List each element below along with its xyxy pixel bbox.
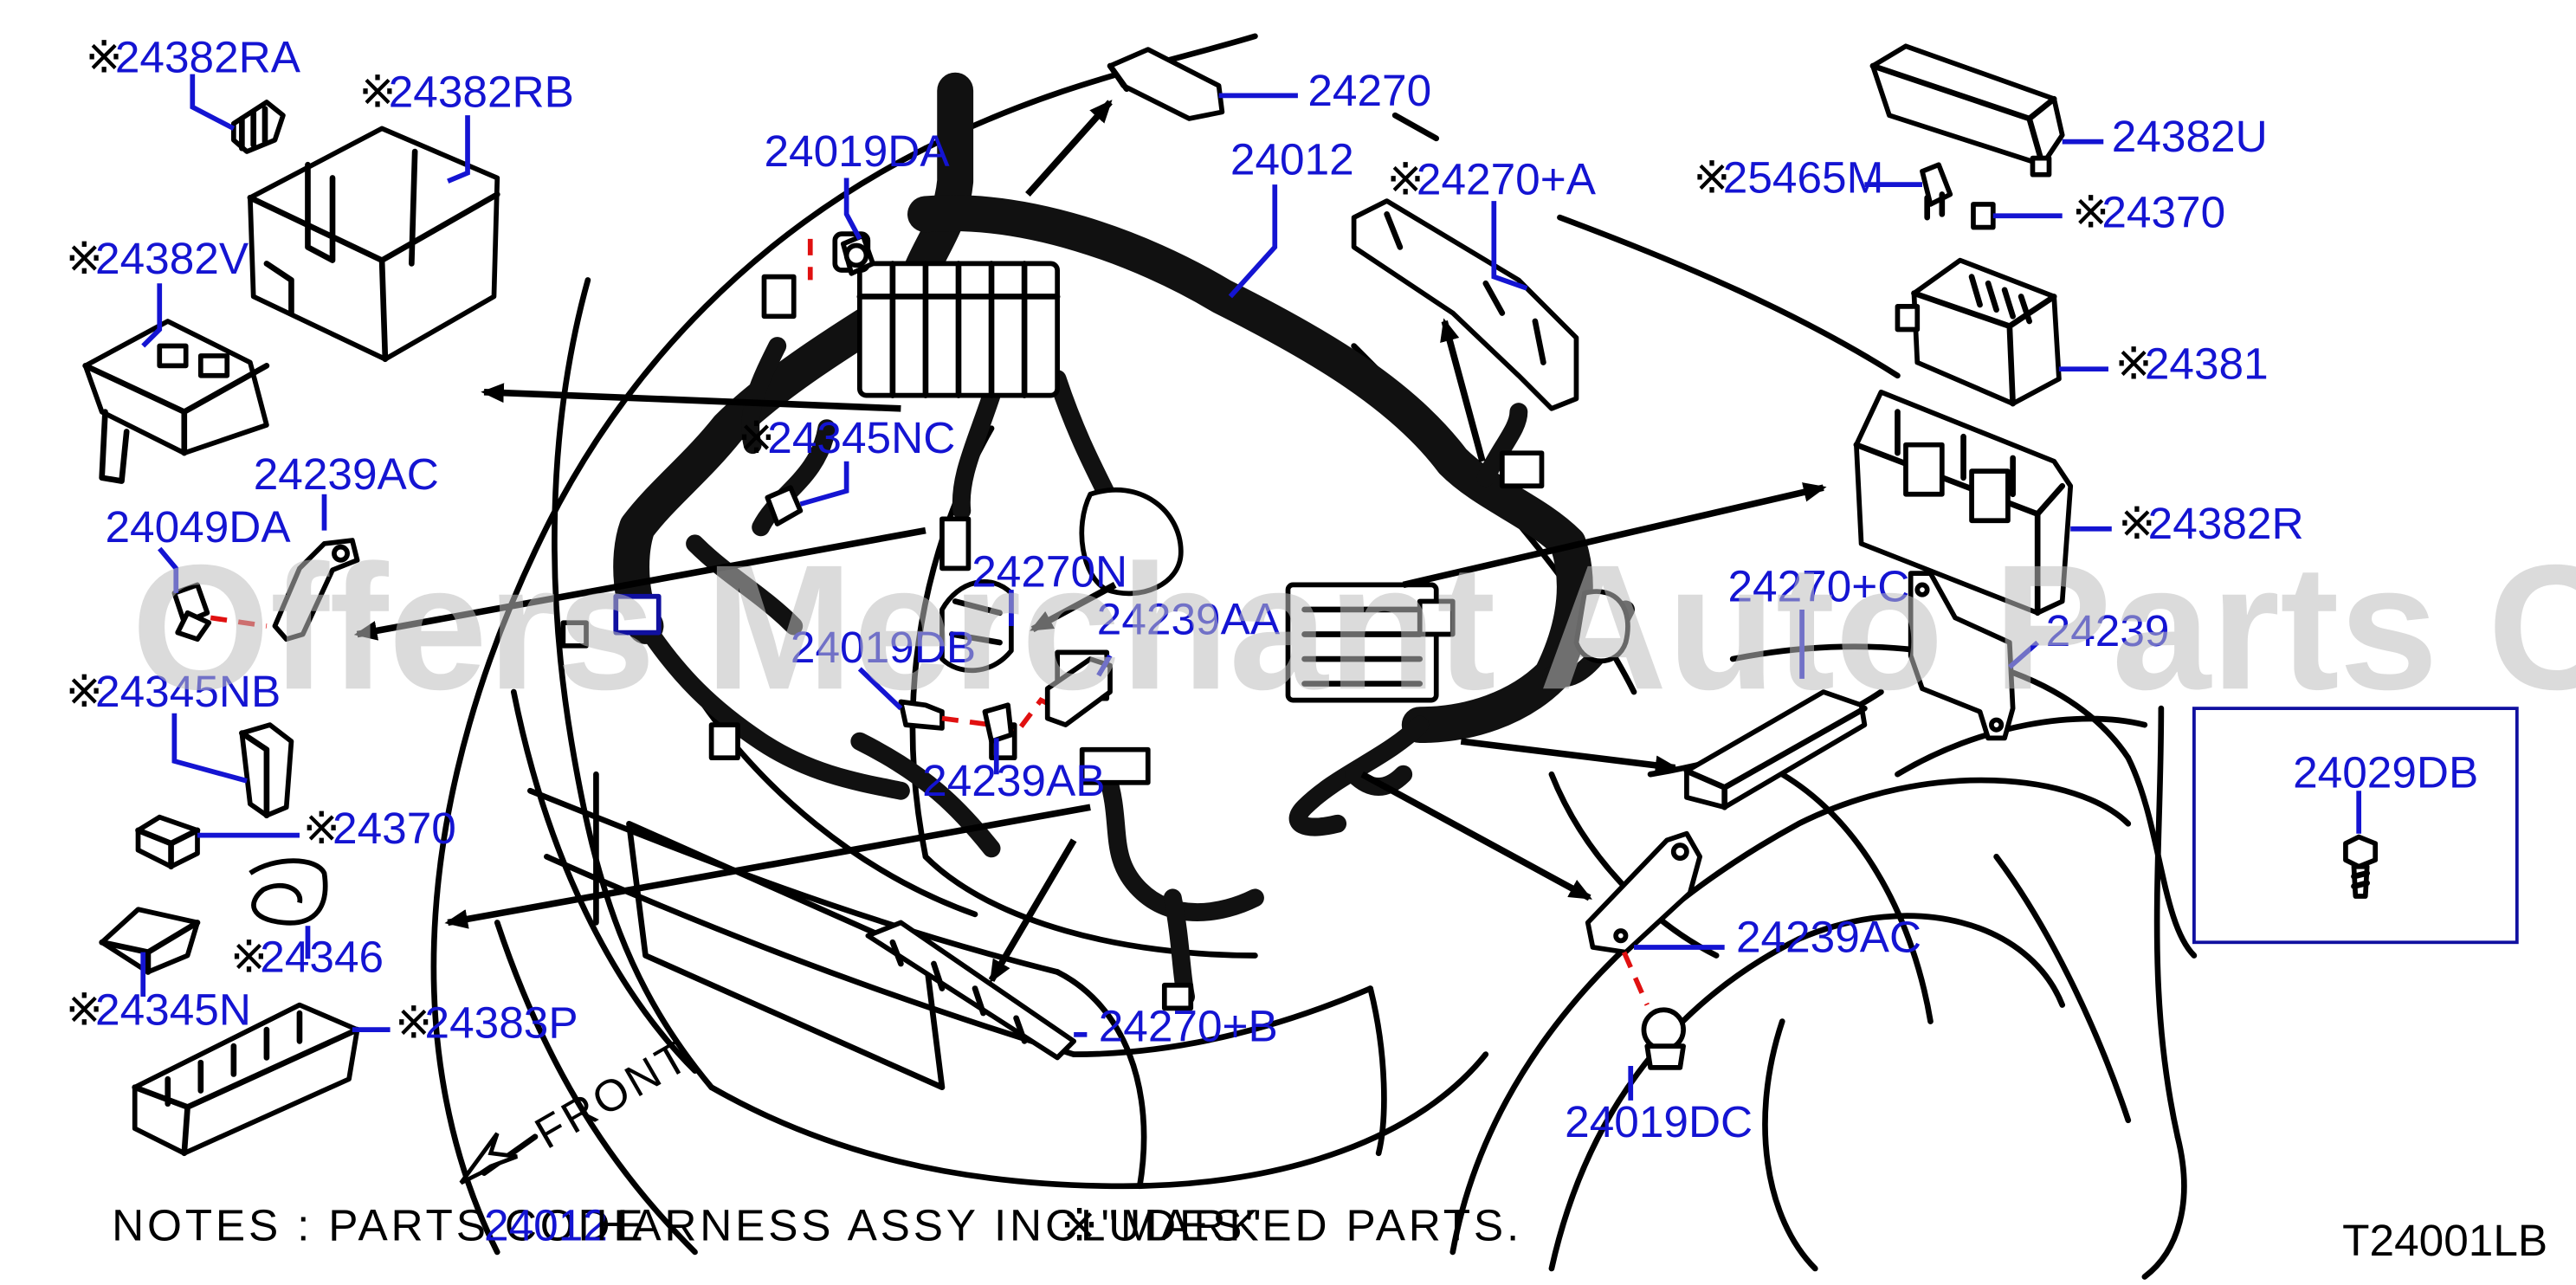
callout-24270[interactable]: 24270	[1307, 66, 1431, 115]
callout-24019DB[interactable]: 24019DB	[791, 623, 976, 672]
part-24270C-protector[interactable]	[1683, 689, 1868, 810]
callout-24346[interactable]: 24346	[260, 933, 384, 982]
part-24239AC-right-bracket[interactable]	[1585, 830, 1702, 955]
callout-24382V[interactable]: 24382V	[95, 234, 249, 283]
callout-24381[interactable]: 24381	[2145, 339, 2269, 389]
callout-24019DC[interactable]: 24019DC	[1565, 1097, 1753, 1146]
marked-part-symbol: ※	[66, 233, 103, 285]
part-24019DC-bolt[interactable]	[1641, 1007, 1686, 1070]
callout-leaders	[140, 74, 2362, 1101]
callout-24239AC-right[interactable]: 24239AC	[1736, 913, 1921, 962]
marked-part-symbol: ※	[303, 803, 340, 855]
callout-24049DA[interactable]: 24049DA	[105, 502, 291, 552]
part-24382RA[interactable]	[231, 100, 286, 154]
main-wiring-harness[interactable]	[560, 72, 1635, 1011]
harness-motor	[1079, 488, 1184, 597]
part-24270-protector[interactable]	[1107, 47, 1225, 121]
callout-24345NB[interactable]: 24345NB	[95, 667, 281, 716]
callout-24239AC-left[interactable]: 24239AC	[254, 449, 439, 499]
callout-24370-left[interactable]: 24370	[332, 804, 456, 853]
callout-24012[interactable]: 24012	[1230, 135, 1354, 184]
part-24382V-relay-bracket[interactable]	[82, 319, 270, 484]
part-24270B-protector[interactable]	[865, 920, 1077, 1061]
marked-part-symbol: ※	[738, 412, 775, 464]
part-24239AC-left-bracket[interactable]	[272, 538, 360, 642]
marked-part-symbol: ※	[358, 67, 396, 119]
diagram-id: T24001LB	[2342, 1216, 2547, 1265]
front-label: FRONT	[526, 1030, 698, 1158]
part-24029DB-bolt[interactable]	[2343, 834, 2379, 899]
notes-marked: ※"MARKED PARTS.	[1061, 1201, 1522, 1250]
fastener-line-24049DA	[210, 615, 268, 629]
front-direction-indicator: FRONT	[459, 1030, 699, 1185]
part-24370-left-fuse[interactable]	[135, 814, 201, 870]
part-24270N-protector[interactable]	[939, 579, 1014, 674]
notes-middle: HARNESS ASSY INCLUDES"	[596, 1201, 1264, 1250]
part-24370-right-fuse[interactable]	[1971, 202, 1996, 230]
marked-part-symbol: ※	[66, 666, 103, 718]
callout-24270B[interactable]: 24270+B	[1099, 1001, 1278, 1050]
part-24381-relay-block[interactable]	[1895, 257, 2062, 407]
callout-24019DA[interactable]: 24019DA	[764, 126, 950, 176]
part-24239AB-bracket[interactable]	[982, 702, 1014, 745]
callout-labels: ※ 24382RA ※ 24382RB ※ 24382V 24239AC 240…	[66, 32, 2478, 1146]
callout-24029DB[interactable]: 24029DB	[2293, 747, 2478, 797]
assembly-arrows	[353, 100, 1827, 984]
marked-part-symbol: ※	[86, 32, 123, 84]
marked-part-symbol: ※	[2115, 339, 2153, 391]
part-24239-bracket[interactable]	[1908, 571, 2016, 741]
marked-part-symbol: ※	[1387, 154, 1424, 206]
marked-part-symbol: ※	[230, 932, 268, 984]
callout-24270C[interactable]: 24270+C	[1727, 561, 1909, 610]
inset-box	[2192, 707, 2519, 945]
part-24019DA-bolt[interactable]	[840, 233, 875, 276]
part-24345NB-cover[interactable]	[239, 722, 294, 819]
callout-24382RB[interactable]: 24382RB	[389, 68, 574, 117]
notes-line: NOTES : PARTS CODE 24012 HARNESS ASSY IN…	[112, 1201, 2547, 1265]
callout-24382U[interactable]: 24382U	[2112, 112, 2268, 161]
part-25465M-fuse[interactable]	[1920, 162, 1953, 221]
callout-24239AA[interactable]: 24239AA	[1097, 594, 1281, 643]
callout-24239AB[interactable]: 24239AB	[922, 756, 1105, 805]
marked-part-symbol: ※	[66, 984, 103, 1036]
callout-24270A[interactable]: 24270+A	[1417, 155, 1597, 204]
marked-part-symbol: ※	[2072, 187, 2109, 239]
part-24382U-fuse-box-cover[interactable]	[1869, 43, 2065, 178]
part-24346-clip[interactable]	[249, 858, 328, 926]
notes-code[interactable]: 24012	[484, 1201, 608, 1250]
callout-25465M[interactable]: 25465M	[1723, 153, 1884, 203]
fastener-line-24019DC	[1622, 951, 1650, 1006]
marked-part-symbol: ※	[395, 998, 432, 1049]
part-24239AA-bracket[interactable]	[1044, 656, 1113, 727]
marked-part-symbol: ※	[2118, 498, 2155, 550]
callout-24370-right[interactable]: 24370	[2101, 188, 2225, 237]
watermark-text: Offers Merchant Auto Parts Catalog PARTS…	[132, 527, 2576, 726]
harness-junction-block	[1285, 582, 1439, 703]
callout-24345NC[interactable]: 24345NC	[767, 413, 955, 462]
part-24382RB-bracket[interactable]	[247, 126, 500, 363]
callout-24239[interactable]: 24239	[2046, 606, 2170, 655]
part-24345NC-clip[interactable]	[765, 485, 804, 526]
marked-part-symbol: ※	[1694, 152, 1731, 204]
part-24270A-protector[interactable]	[1351, 198, 1579, 411]
callout-24270N[interactable]: 24270N	[972, 546, 1127, 596]
part-24383P-fuse-holder[interactable]	[132, 1002, 360, 1157]
callout-24382RA[interactable]: 24382RA	[115, 33, 301, 82]
part-24345N-cover[interactable]	[99, 907, 201, 975]
part-24049DA-bolt[interactable]	[171, 582, 212, 642]
callout-24382R[interactable]: 24382R	[2148, 499, 2304, 548]
part-24382R-fuse-box[interactable]	[1853, 389, 2074, 617]
callout-24345N[interactable]: 24345N	[95, 985, 251, 1034]
callout-24383P[interactable]: 24383P	[425, 998, 578, 1048]
notes-prefix: NOTES : PARTS CODE	[112, 1201, 646, 1250]
